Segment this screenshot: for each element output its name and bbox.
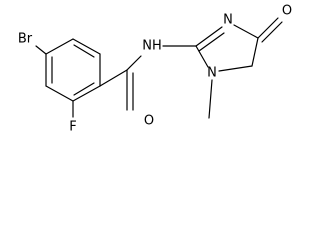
methyl-nitrogen-label: N xyxy=(207,66,217,81)
ketone-bond xyxy=(257,17,279,39)
n-methyl-bond xyxy=(208,79,213,119)
amide-oxygen-label: O xyxy=(144,114,154,129)
ring-nitrogen-label: N xyxy=(223,13,233,28)
fluorine-label: F xyxy=(69,120,76,135)
ketone-bond-2 xyxy=(261,21,283,43)
benzene-ring xyxy=(45,38,101,102)
ketone-oxygen-label: O xyxy=(282,4,292,19)
amide-nh-label: NH xyxy=(142,39,162,54)
bromine-label: Br xyxy=(18,32,33,47)
c-br-bond xyxy=(35,45,47,55)
amide-group xyxy=(99,55,142,111)
imidazolone-ring xyxy=(195,24,259,72)
chemical-structure: Br F O NH N N O xyxy=(18,4,292,135)
